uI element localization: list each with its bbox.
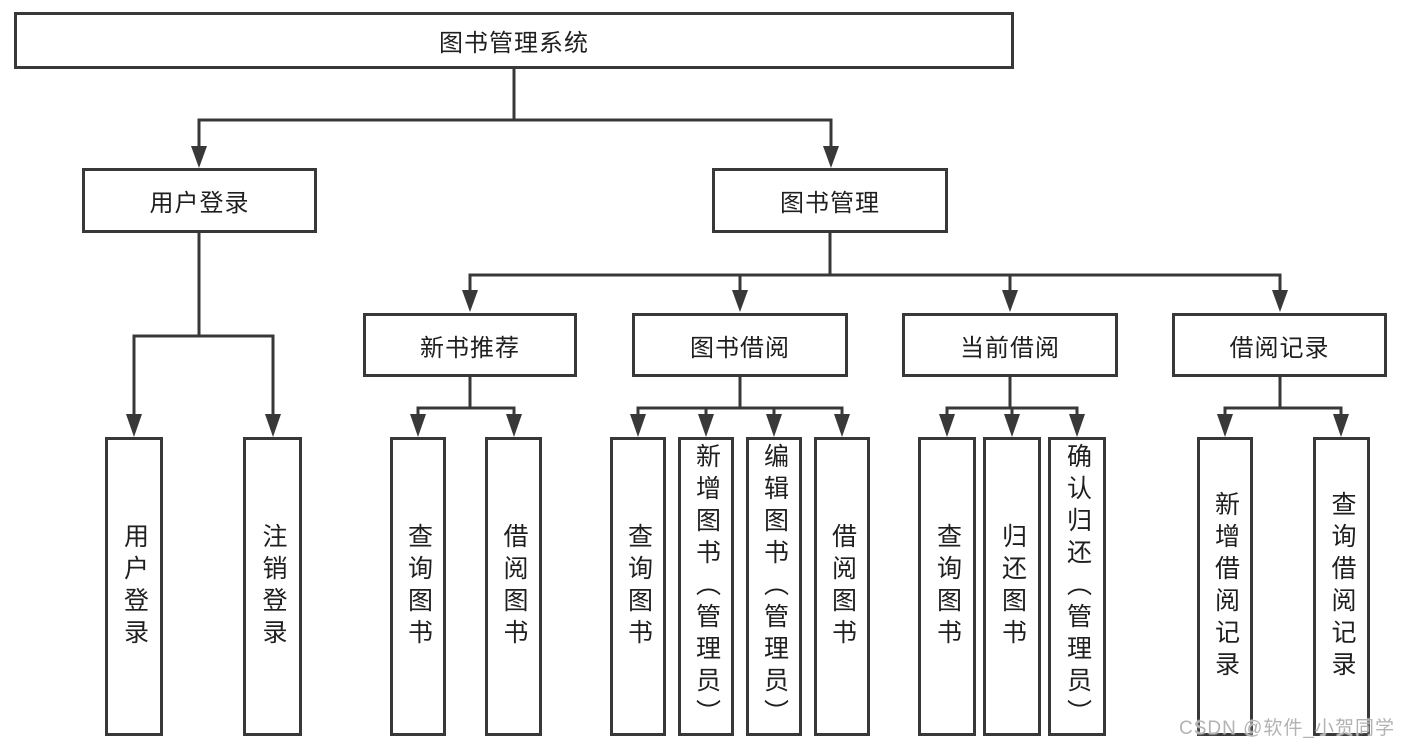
leaf-nb-query-books: 查询图书 xyxy=(390,437,446,736)
leaf-cb-return-books: 归还图书 xyxy=(983,437,1041,736)
leaf-cb-query-books: 查询图书 xyxy=(918,437,976,736)
leaf-user-login: 用户登录 xyxy=(105,437,163,736)
connector-new-book-recommend-children xyxy=(416,377,516,418)
node-root-label: 图书管理系统 xyxy=(439,30,589,57)
connector-book-management-children xyxy=(468,233,1282,293)
node-user-login-label: 用户登录 xyxy=(149,190,250,217)
leaf-user-login-label: 用户登录 xyxy=(120,522,149,651)
leaf-cb-return-books-label: 归还图书 xyxy=(998,522,1027,651)
leaf-bb-edit-books-admin-label: 编辑图书（管理员） xyxy=(760,442,789,731)
leaf-br-query-record-label: 查询借阅记录 xyxy=(1328,490,1356,683)
leaf-nb-query-books-label: 查询图书 xyxy=(404,522,433,651)
node-borrowing-records-label: 借阅记录 xyxy=(1229,334,1330,362)
leaf-bb-add-books-admin-label: 新增图书（管理员） xyxy=(692,442,721,731)
node-book-management: 图书管理 xyxy=(712,168,948,233)
leaf-bb-borrow-books-label: 借阅图书 xyxy=(828,522,857,651)
leaf-logout-label: 注销登录 xyxy=(259,522,287,651)
leaf-br-query-record: 查询借阅记录 xyxy=(1313,437,1370,736)
node-new-book-recommend-label: 新书推荐 xyxy=(420,334,520,362)
leaf-bb-edit-books-admin: 编辑图书（管理员） xyxy=(746,437,802,736)
connector-root-to-level2 xyxy=(197,69,833,148)
node-book-borrowing: 图书借阅 xyxy=(632,313,848,377)
leaf-br-add-record: 新增借阅记录 xyxy=(1197,437,1253,736)
leaf-cb-query-books-label: 查询图书 xyxy=(933,522,962,651)
node-book-management-label: 图书管理 xyxy=(780,190,880,217)
node-book-borrowing-label: 图书借阅 xyxy=(690,334,790,362)
leaf-nb-borrow-books-label: 借阅图书 xyxy=(500,522,528,651)
node-root: 图书管理系统 xyxy=(14,12,1014,69)
leaf-nb-borrow-books: 借阅图书 xyxy=(485,437,542,736)
leaf-cb-confirm-return-admin: 确认归还（管理员） xyxy=(1048,437,1106,736)
leaf-logout: 注销登录 xyxy=(243,437,302,736)
connector-borrowing-records-children xyxy=(1223,377,1343,418)
watermark: CSDN @软件_小贺同学 xyxy=(1179,718,1395,739)
connector-current-borrowing-children xyxy=(945,377,1079,418)
leaf-bb-query-books-label: 查询图书 xyxy=(624,522,653,651)
connector-book-borrowing-children xyxy=(636,377,844,418)
node-borrowing-records: 借阅记录 xyxy=(1172,313,1387,377)
leaf-br-add-record-label: 新增借阅记录 xyxy=(1211,490,1240,683)
leaf-bb-query-books: 查询图书 xyxy=(610,437,666,736)
node-user-login: 用户登录 xyxy=(82,168,317,233)
node-current-borrowing: 当前借阅 xyxy=(902,313,1118,377)
leaf-bb-borrow-books: 借阅图书 xyxy=(814,437,870,736)
connector-user-login-children xyxy=(132,233,275,417)
node-current-borrowing-label: 当前借阅 xyxy=(960,334,1060,362)
node-new-book-recommend: 新书推荐 xyxy=(363,313,577,377)
leaf-bb-add-books-admin: 新增图书（管理员） xyxy=(678,437,734,736)
leaf-cb-confirm-return-admin-label: 确认归还（管理员） xyxy=(1063,442,1092,731)
